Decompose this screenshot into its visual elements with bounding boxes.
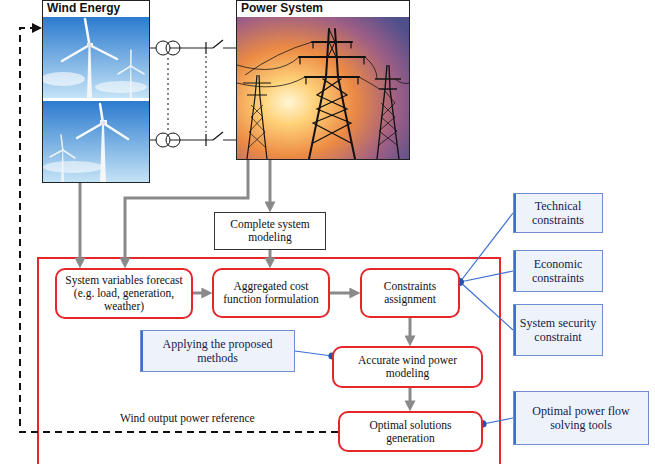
process-box: Aggregated cost function formulation	[212, 268, 330, 318]
connector	[330, 292, 356, 295]
constraint-note: Technical constraints	[513, 193, 603, 233]
edge-label: Wind output power reference	[118, 412, 257, 425]
connector	[460, 271, 513, 282]
node-text: Technical constraints	[519, 199, 597, 227]
connector	[269, 250, 272, 264]
tower-symbol	[299, 29, 365, 159]
process-box: Complete system modeling	[214, 212, 326, 250]
process-box: Optimal solutions generation	[338, 411, 483, 452]
process-box: Accurate wind power modeling	[332, 346, 483, 388]
switch-symbol	[206, 40, 223, 146]
tool-note: Optimal power flow solving tools	[513, 391, 649, 445]
process-box: Constraints assignment	[360, 268, 460, 318]
node-text: System variables forecast (e.g. load, ge…	[63, 274, 185, 313]
photo-panel	[43, 17, 149, 98]
connector	[269, 160, 272, 208]
tower-symbol	[243, 75, 271, 159]
connector	[409, 318, 412, 342]
connector	[460, 282, 513, 330]
constraint-note: System security constraint	[513, 304, 603, 356]
method-note: Applying the proposed methods	[140, 330, 295, 372]
connector	[79, 183, 82, 264]
node-text: Optimal power flow solving tools	[519, 404, 643, 432]
method-region	[38, 258, 500, 464]
connector	[483, 418, 513, 424]
power-lines	[237, 42, 409, 89]
transmission-tower-picture	[237, 17, 409, 159]
node-text: Economic constraints	[519, 257, 597, 285]
connector	[295, 351, 332, 356]
node-text: Aggregated cost function formulation	[220, 280, 322, 306]
wind-energy-panel: Wind Energy	[42, 0, 150, 183]
node-text: Power System	[237, 1, 409, 16]
photo-panel	[43, 101, 149, 182]
transformer-symbol	[156, 41, 206, 147]
power-system-panel: Power System	[236, 0, 410, 160]
connector	[20, 28, 338, 432]
node-text: Optimal solutions generation	[346, 419, 475, 445]
sky	[237, 17, 409, 159]
connector	[409, 388, 412, 407]
wind-turbine-picture	[43, 17, 149, 182]
node-text: Accurate wind power modeling	[340, 354, 475, 380]
node-text: Constraints assignment	[368, 280, 452, 306]
connector	[193, 292, 208, 295]
node-text: Complete system modeling	[220, 218, 320, 244]
process-box: System variables forecast (e.g. load, ge…	[55, 268, 193, 319]
node-text: System security constraint	[519, 316, 597, 344]
tower-symbol	[375, 65, 401, 159]
node-text: Wind Energy	[43, 1, 149, 16]
connector	[460, 213, 513, 282]
node-text: Applying the proposed methods	[146, 337, 289, 365]
constraint-note: Economic constraints	[513, 250, 603, 292]
